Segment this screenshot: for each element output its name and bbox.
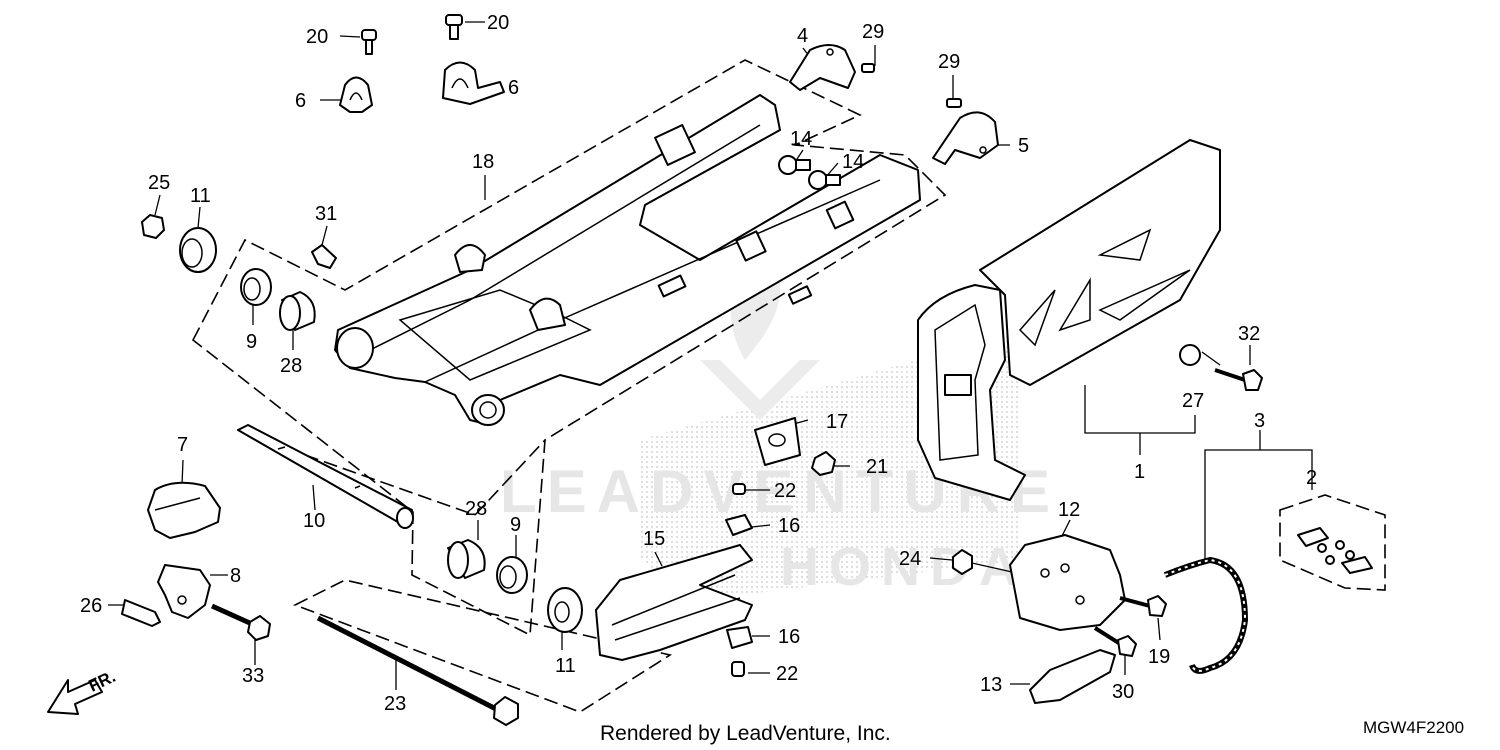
seal-9-top bbox=[240, 268, 272, 306]
callout-14-right: 14 bbox=[842, 151, 864, 173]
callout-29-right: 29 bbox=[938, 51, 960, 73]
bolt-20-right bbox=[445, 14, 463, 40]
group-outlines bbox=[191, 59, 1386, 713]
callout-22-top: 22 bbox=[774, 480, 796, 502]
rubber-16-lower bbox=[726, 626, 753, 649]
callouts: 20 20 6 6 4 29 29 5 14 14 18 31 25 11 9 … bbox=[80, 12, 1317, 715]
cap-7 bbox=[147, 481, 221, 539]
bushing-28-lower bbox=[447, 539, 486, 579]
callout-9-top: 9 bbox=[246, 331, 257, 353]
callout-16-lower: 16 bbox=[778, 626, 800, 648]
callout-29-top: 29 bbox=[862, 21, 884, 43]
diagram-code: MGW4F2200 bbox=[1363, 718, 1464, 737]
screw-21 bbox=[811, 451, 836, 476]
screw-14-left bbox=[778, 155, 811, 175]
bushing-28-top bbox=[279, 291, 316, 331]
callout-1: 1 bbox=[1134, 461, 1145, 483]
callout-22-lower: 22 bbox=[776, 663, 798, 685]
callout-28-top: 28 bbox=[280, 355, 302, 377]
chain-slider-15 bbox=[595, 544, 753, 661]
plate-17 bbox=[754, 417, 801, 466]
grommet-27 bbox=[1179, 344, 1201, 366]
callout-5: 5 bbox=[1018, 135, 1029, 157]
callout-3: 3 bbox=[1254, 410, 1265, 432]
screw-22-lower bbox=[731, 661, 745, 677]
outline-join bbox=[474, 439, 546, 516]
callout-6-left: 6 bbox=[295, 90, 306, 112]
axle-outline-link bbox=[304, 454, 476, 516]
callout-28-lower: 28 bbox=[465, 498, 487, 520]
callout-33: 33 bbox=[242, 665, 264, 687]
callout-32: 32 bbox=[1238, 323, 1260, 345]
callout-19: 19 bbox=[1148, 646, 1170, 668]
seal-9-lower bbox=[496, 556, 528, 594]
callout-10: 10 bbox=[303, 510, 325, 532]
nut-25 bbox=[141, 214, 165, 239]
screw-14-right bbox=[808, 170, 841, 190]
swingarm-18 bbox=[334, 94, 921, 426]
callout-13: 13 bbox=[980, 674, 1002, 696]
bolt-32 bbox=[1214, 368, 1263, 391]
bracket-4 bbox=[789, 44, 856, 91]
callout-20-right: 20 bbox=[487, 12, 509, 34]
guide-plate-13 bbox=[1029, 649, 1116, 704]
callout-14-left: 14 bbox=[790, 128, 812, 150]
pin-26 bbox=[121, 599, 161, 627]
callout-12: 12 bbox=[1058, 499, 1080, 521]
callout-7: 7 bbox=[177, 434, 188, 456]
chain-joint-2 bbox=[1297, 527, 1373, 574]
callout-18: 18 bbox=[472, 151, 494, 173]
screw-22-top bbox=[732, 483, 746, 495]
screw-29-left bbox=[861, 63, 875, 73]
clamp-6-left bbox=[339, 76, 373, 113]
footer-credit: Rendered by LeadVenture, Inc. bbox=[600, 722, 891, 745]
bolt-30 bbox=[1093, 626, 1137, 657]
callout-17: 17 bbox=[826, 411, 848, 433]
chain-joint-outline bbox=[1279, 494, 1386, 591]
clamp-6-right bbox=[442, 61, 505, 105]
callout-8: 8 bbox=[230, 565, 241, 587]
callout-4: 4 bbox=[797, 25, 808, 47]
callout-16-top: 16 bbox=[778, 515, 800, 537]
bearing-11-lower bbox=[547, 587, 583, 633]
callout-26: 26 bbox=[80, 595, 102, 617]
callout-23: 23 bbox=[384, 693, 406, 715]
watermark-text-2: HONDA bbox=[780, 537, 1028, 597]
bolt-group-outline bbox=[293, 579, 673, 713]
callout-30: 30 bbox=[1112, 681, 1134, 703]
watermark-chevron-icon bbox=[700, 360, 820, 420]
pivot-shaft-10 bbox=[237, 424, 414, 529]
callout-24: 24 bbox=[899, 548, 921, 570]
bracket-8 bbox=[157, 564, 211, 619]
bolt-19 bbox=[1119, 595, 1167, 617]
callout-27: 27 bbox=[1182, 390, 1204, 412]
bolt-23 bbox=[316, 615, 519, 726]
bracket-5 bbox=[932, 111, 999, 165]
callout-20-left: 20 bbox=[306, 26, 328, 48]
chain-case-1 bbox=[917, 139, 1221, 501]
screw-29-right bbox=[946, 98, 962, 108]
drive-chain-3 bbox=[1163, 556, 1249, 674]
callout-9-lower: 9 bbox=[510, 514, 521, 536]
clip-31 bbox=[311, 244, 337, 269]
callout-2: 2 bbox=[1306, 467, 1317, 489]
chain-guide-12 bbox=[1009, 534, 1126, 631]
bolt-24 bbox=[952, 549, 973, 575]
bearing-11-top bbox=[179, 227, 217, 273]
callout-25: 25 bbox=[148, 172, 170, 194]
callout-15: 15 bbox=[643, 528, 665, 550]
bolt-20-left bbox=[361, 29, 377, 55]
bolt-33 bbox=[210, 603, 271, 641]
callout-31: 31 bbox=[315, 203, 337, 225]
callout-11-lower: 11 bbox=[555, 655, 576, 677]
front-direction-arrow-icon bbox=[47, 679, 103, 715]
callout-21: 21 bbox=[866, 456, 888, 478]
callout-6-right: 6 bbox=[508, 77, 519, 99]
callout-11-top: 11 bbox=[190, 185, 211, 207]
rubber-16-top bbox=[725, 514, 753, 536]
swingarm-group-outline bbox=[191, 59, 947, 637]
